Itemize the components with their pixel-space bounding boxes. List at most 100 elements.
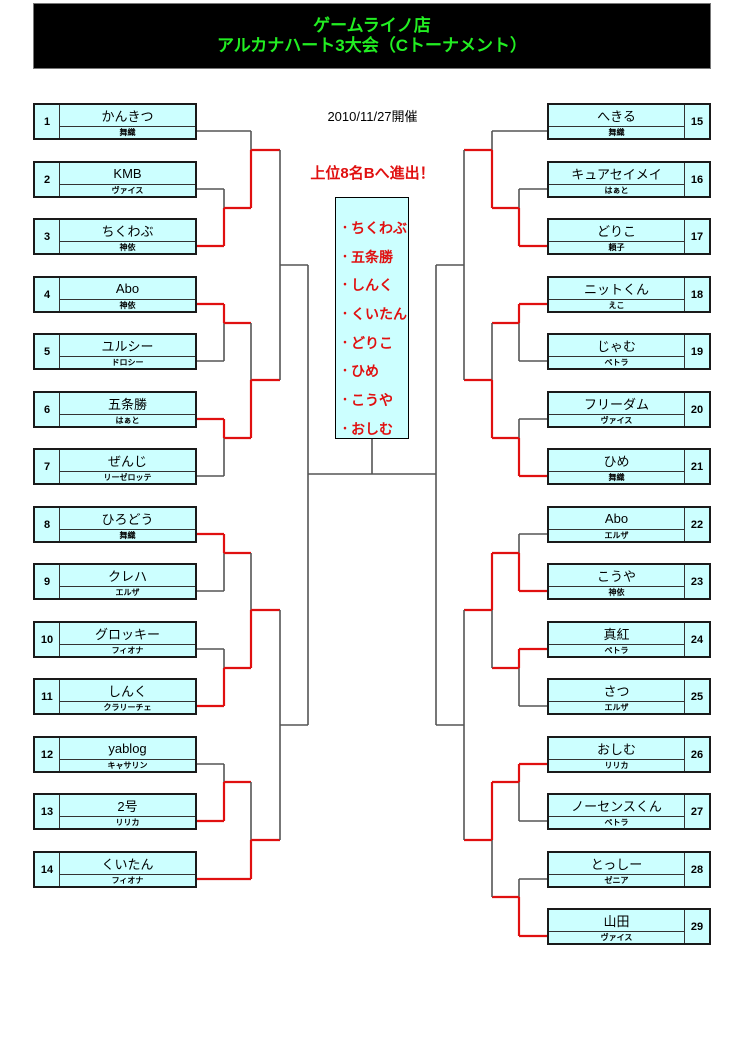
bullet-icon: ・ <box>340 395 350 407</box>
entry-body: こうや神依 <box>549 565 684 598</box>
entry-body: フリーダムヴァイス <box>549 393 684 426</box>
entry-body: 真紅ペトラ <box>549 623 684 656</box>
bullet-icon: ・ <box>340 423 350 435</box>
entry-body: ひろどう舞織 <box>60 508 195 541</box>
qualifier-item: ・五条勝 <box>336 249 408 278</box>
player-name: ニットくん <box>549 278 684 300</box>
player-name: ひろどう <box>60 508 195 530</box>
qualifier-name: 五条勝 <box>351 248 393 265</box>
entry-body: クレハエルザ <box>60 565 195 598</box>
seed-number: 10 <box>35 623 60 656</box>
character-name: エルザ <box>115 588 140 597</box>
character-name: 頼子 <box>608 243 625 252</box>
character-name: 舞織 <box>608 473 625 482</box>
seed-number: 20 <box>684 393 709 426</box>
entry-body: ノーセンスくんペトラ <box>549 795 684 828</box>
character-name: 神依 <box>119 301 136 310</box>
character-name: クラリーチェ <box>103 703 152 712</box>
character-name: フィオナ <box>111 876 144 885</box>
character-name: ヴァイス <box>111 186 144 195</box>
player-name: 山田 <box>549 910 684 932</box>
entry-body: ちくわぶ神依 <box>60 220 195 253</box>
entry-body: 2号リリカ <box>60 795 195 828</box>
character-name: ゼニア <box>604 876 629 885</box>
qualifier-name: こうや <box>351 392 393 409</box>
entry-body: ぜんじリーゼロッテ <box>60 450 195 483</box>
player-name: ユルシー <box>60 335 195 357</box>
qualifier-item: ・くいたん <box>336 306 408 335</box>
seed-number: 17 <box>684 220 709 253</box>
character-name: リリカ <box>604 761 629 770</box>
entry-body: へきる舞織 <box>549 105 684 138</box>
qualifiers-box: ・ちくわぶ・五条勝・しんく・くいたん・どりこ・ひめ・こうや・おしむ <box>335 197 409 439</box>
character-name: ヴァイス <box>600 416 633 425</box>
character-name: リーゼロッテ <box>103 473 152 482</box>
player-name: へきる <box>549 105 684 127</box>
entry-body: キュアセイメイはぁと <box>549 163 684 196</box>
character-name: 神依 <box>608 588 625 597</box>
player-name: しんく <box>60 680 195 702</box>
seed-number: 23 <box>684 565 709 598</box>
bullet-icon: ・ <box>340 280 350 292</box>
character-name: キャサリン <box>107 761 148 770</box>
seed-number: 4 <box>35 278 60 311</box>
qualifier-item: ・どりこ <box>336 335 408 364</box>
seed-number: 15 <box>684 105 709 138</box>
seed-number: 19 <box>684 335 709 368</box>
entry-body: 五条勝はぁと <box>60 393 195 426</box>
bullet-icon: ・ <box>340 223 350 234</box>
character-name: ペトラ <box>604 358 629 367</box>
seed-number: 27 <box>684 795 709 828</box>
qualifier-name: どりこ <box>351 334 393 351</box>
character-name: エルザ <box>604 531 629 540</box>
entry-right: ひめ舞織 21 <box>547 448 711 485</box>
seed-number: 25 <box>684 680 709 713</box>
qualifier-name: しんく <box>351 277 393 294</box>
character-name: はぁと <box>604 186 629 195</box>
character-name: エルザ <box>604 703 629 712</box>
qualifier-item: ・おしむ <box>336 421 408 440</box>
entry-body: とっしーゼニア <box>549 853 684 886</box>
seed-number: 6 <box>35 393 60 426</box>
seed-number: 24 <box>684 623 709 656</box>
entry-body: グロッキーフィオナ <box>60 623 195 656</box>
seed-number: 1 <box>35 105 60 138</box>
player-name: クレハ <box>60 565 195 587</box>
seed-number: 13 <box>35 795 60 828</box>
player-name: ひめ <box>549 450 684 472</box>
seed-number: 3 <box>35 220 60 253</box>
player-name: とっしー <box>549 853 684 875</box>
seed-number: 12 <box>35 738 60 771</box>
seed-number: 11 <box>35 680 60 713</box>
tournament-title-banner: ゲームライノ店 アルカナハート3大会（Cトーナメント） <box>33 3 711 69</box>
entry-body: どりこ頼子 <box>549 220 684 253</box>
player-name: KMB <box>60 163 195 185</box>
character-name: フィオナ <box>111 646 144 655</box>
qualifier-name: くいたん <box>351 306 407 323</box>
seed-number: 8 <box>35 508 60 541</box>
seed-number: 26 <box>684 738 709 771</box>
player-name: グロッキー <box>60 623 195 645</box>
entry-body: ニットくんえこ <box>549 278 684 311</box>
seed-number: 21 <box>684 450 709 483</box>
seed-number: 5 <box>35 335 60 368</box>
player-name: フリーダム <box>549 393 684 415</box>
entry-body: じゃむペトラ <box>549 335 684 368</box>
event-date: 2010/11/27開催 <box>327 109 418 124</box>
player-name: 2号 <box>60 795 195 817</box>
seed-number: 28 <box>684 853 709 886</box>
